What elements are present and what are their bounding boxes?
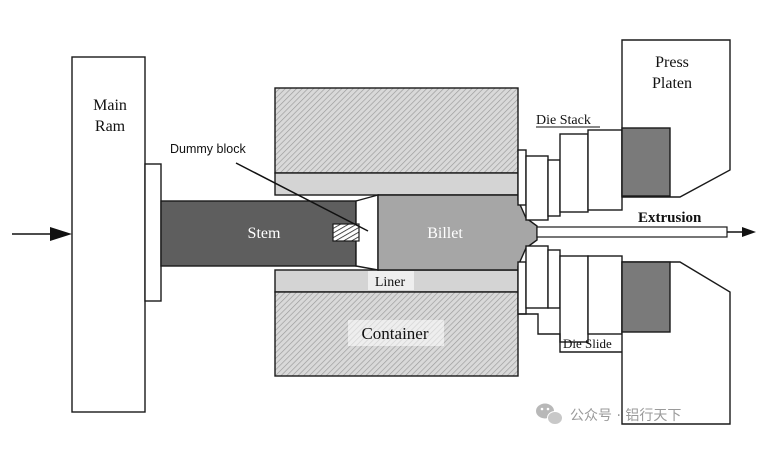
- billet-label: Billet: [427, 225, 463, 242]
- press-platen-label-2: Platen: [652, 75, 692, 92]
- platen-insert-bottom: [621, 261, 671, 333]
- dummy-block-hatch: [332, 223, 360, 242]
- watermark-text: 公众号 · 铝行天下: [570, 408, 681, 424]
- die-stack-top: [517, 129, 623, 221]
- container-label: Container: [361, 324, 428, 343]
- liner-top: [274, 172, 519, 196]
- die-stack-bottom: [517, 245, 623, 343]
- extrusion-profile: [536, 226, 756, 238]
- die-slide: [518, 313, 622, 353]
- dummy-block-label: Dummy block: [170, 142, 246, 156]
- stem-label: Stem: [248, 225, 281, 242]
- dummy-block-leader: [235, 162, 369, 232]
- liner-label: Liner: [375, 275, 406, 290]
- main-ram-label-2: Ram: [95, 118, 126, 135]
- platen-insert-top: [621, 127, 671, 197]
- liner-label-bg: [368, 271, 414, 290]
- wechat-icon: [536, 403, 563, 425]
- main-ram: [71, 56, 146, 413]
- extrusion-label: Extrusion: [638, 210, 702, 226]
- main-ram-label-1: Main: [93, 97, 127, 114]
- container-top: [274, 87, 519, 174]
- die-slide-label: Die Slide: [563, 336, 612, 351]
- watermark: 公众号 · 铝行天下: [536, 403, 681, 425]
- stem: [160, 200, 357, 267]
- die-stack-label: Die Stack: [536, 113, 591, 128]
- container-label-bg: [348, 320, 444, 346]
- ram-flange: [144, 163, 162, 302]
- input-force-arrow: [12, 227, 72, 241]
- press-platen-label-1: Press: [655, 54, 689, 71]
